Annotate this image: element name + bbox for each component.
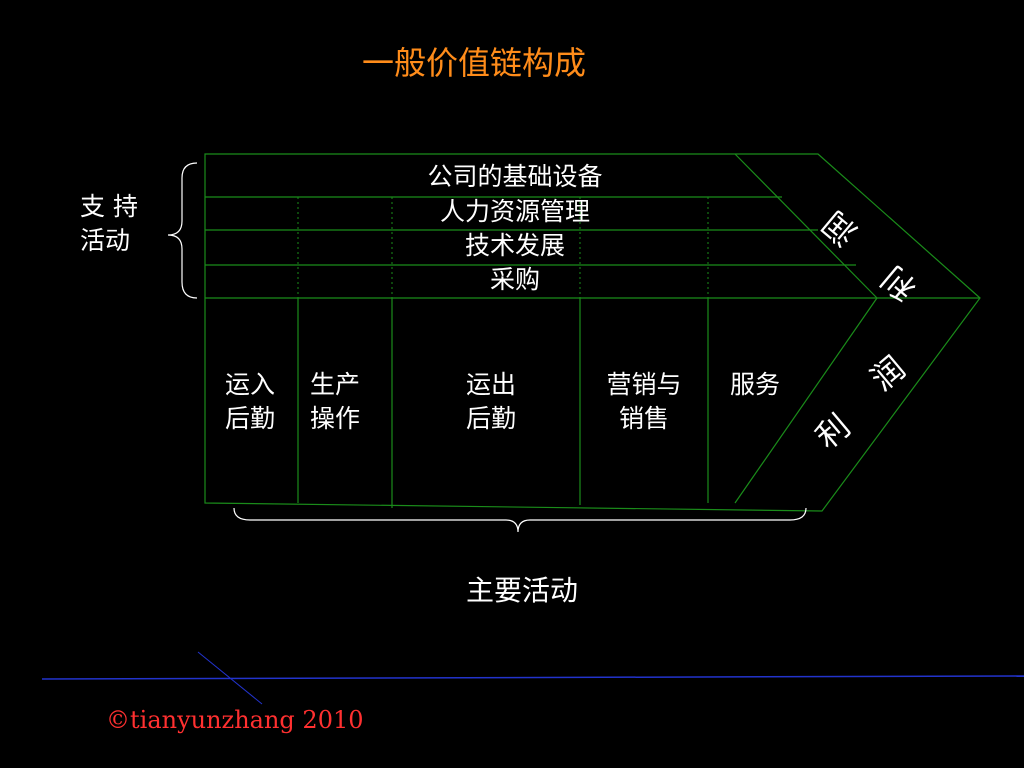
primary-col-outbound-logistics: 运出 后勤 [466,368,516,436]
support-row-infrastructure: 公司的基础设备 [427,162,603,191]
support-brace [167,162,198,299]
profit-lower-char-1: 润 [863,349,912,399]
support-row-technology: 技术发展 [464,231,565,260]
primary-col-line: 后勤 [225,404,276,433]
primary-col-operations: 生产 操作 [310,368,360,436]
footer-diagonal [197,651,263,705]
support-label-line: 活动 [80,226,131,255]
support-row-procurement: 采购 [489,265,540,294]
chain-outline [204,153,981,512]
copyright-text: ©tianyunzhang 2010 [106,706,364,734]
primary-col-line: 销售 [618,404,669,433]
primary-col-line: 服务 [730,370,781,399]
footer-rule [41,675,1024,680]
primary-col-marketing-sales: 营销与 销售 [596,368,692,436]
support-activities-label: 支 持 活动 [80,190,138,258]
support-label-line: 支 持 [80,192,138,221]
profit-inner-line-upper [734,153,878,299]
primary-col-inbound-logistics: 运入 后勤 [225,368,275,436]
primary-col-line: 运出 [466,370,517,399]
primary-col-line: 营销与 [606,370,682,399]
profit-upper-char-2: 利 [874,259,923,309]
profit-inner-line-lower [734,297,878,504]
page-title: 一般价值链构成 [361,44,586,82]
profit-upper-char-1: 润 [815,204,864,254]
profit-lower-char-2: 利 [808,407,857,457]
primary-col-line: 后勤 [466,404,517,433]
support-row-hr: 人力资源管理 [439,197,590,226]
primary-col-service: 服务 [730,368,780,402]
primary-activities-label: 主要活动 [465,574,578,607]
primary-col-line: 操作 [310,404,361,433]
primary-brace [233,507,807,533]
primary-col-line: 生产 [310,370,361,399]
primary-col-line: 运入 [225,370,276,399]
